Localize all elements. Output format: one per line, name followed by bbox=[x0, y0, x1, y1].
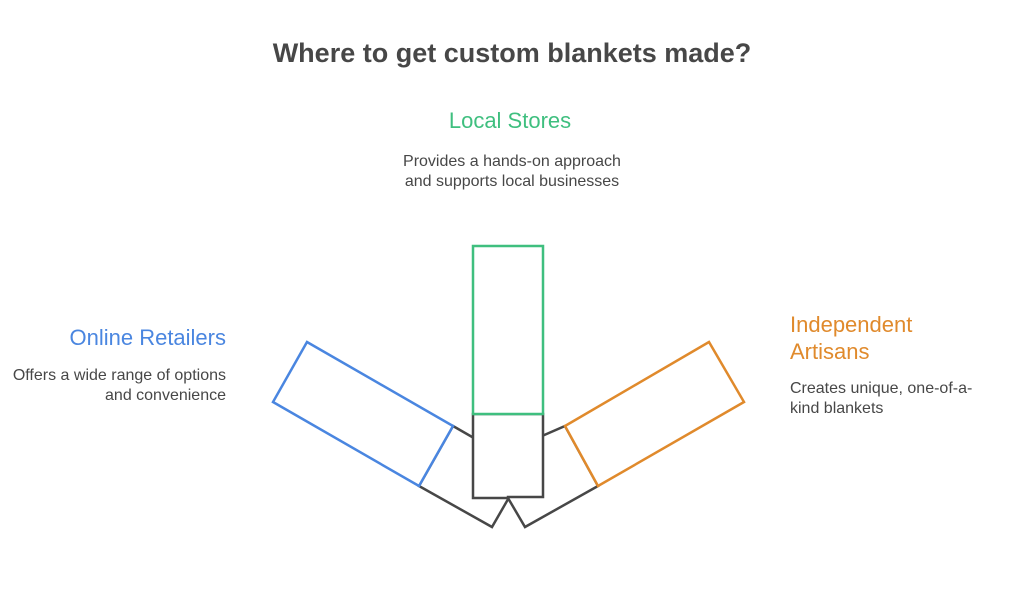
local-stores-description: Provides a hands-on approach and support… bbox=[403, 153, 621, 190]
online-retailers-description: Offers a wide range of options and conve… bbox=[12, 367, 226, 404]
independent-artisans-heading: Independent Artisans bbox=[790, 312, 913, 364]
page-title: Where to get custom blankets made? bbox=[272, 38, 752, 68]
online-retailers-heading: Online Retailers bbox=[69, 325, 226, 350]
online-retailers-blade bbox=[271, 340, 455, 488]
artisans-blade bbox=[563, 340, 746, 488]
local-connector bbox=[471, 412, 545, 500]
local-stores-blade bbox=[471, 244, 545, 416]
independent-artisans-description: Creates unique, one-of-a-kind blankets bbox=[790, 380, 973, 417]
local-stores-heading: Local Stores bbox=[448, 108, 572, 133]
